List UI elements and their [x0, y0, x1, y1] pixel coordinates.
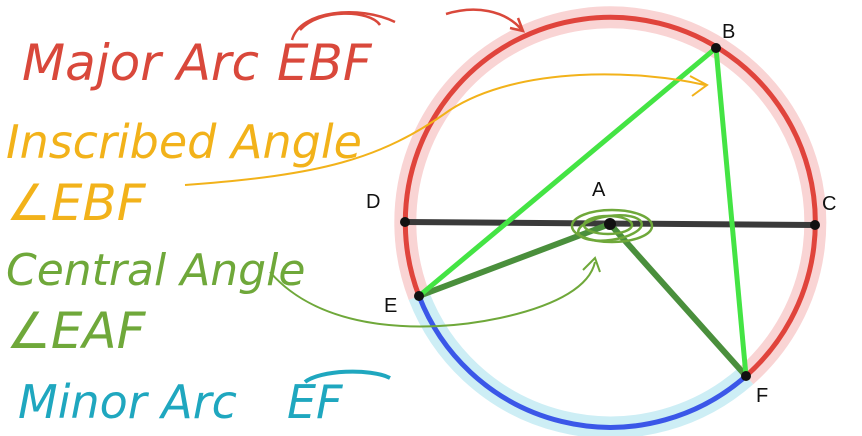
central-angle-arrow: [269, 256, 601, 328]
label-b: B: [722, 21, 735, 43]
inscribed-angle-arrow: [184, 73, 709, 186]
label-a: A: [592, 179, 606, 201]
point-f: [741, 371, 751, 381]
label-c: C: [822, 193, 836, 215]
central-angle-scribble: [570, 208, 654, 244]
central-angle-label-line2: ∠EAF: [6, 302, 147, 360]
label-f: F: [756, 385, 768, 407]
major-arc-arrow: [445, 8, 526, 33]
points: [400, 43, 820, 381]
point-e: [414, 291, 424, 301]
chord-bf: [713, 47, 749, 377]
point-c: [810, 220, 820, 230]
major-arc-ebf: [402, 14, 818, 378]
major-arc-halo: [394, 6, 827, 385]
chord-be: [417, 46, 718, 298]
inscribed-angle-label-line1: Inscribed Angle: [6, 115, 362, 169]
point-a: [604, 218, 616, 230]
inscribed-angle-label-line2: ∠EBF: [6, 174, 147, 232]
label-d: D: [366, 191, 380, 213]
point-b: [711, 43, 721, 53]
central-angle-label-line1: Central Angle: [6, 245, 305, 296]
point-d: [400, 217, 410, 227]
minor-arc-overline: [303, 369, 391, 384]
label-e: E: [384, 295, 397, 317]
radius-af: [607, 221, 749, 379]
minor-arc-ef: [416, 295, 748, 430]
major-arc-overline: [290, 11, 396, 41]
